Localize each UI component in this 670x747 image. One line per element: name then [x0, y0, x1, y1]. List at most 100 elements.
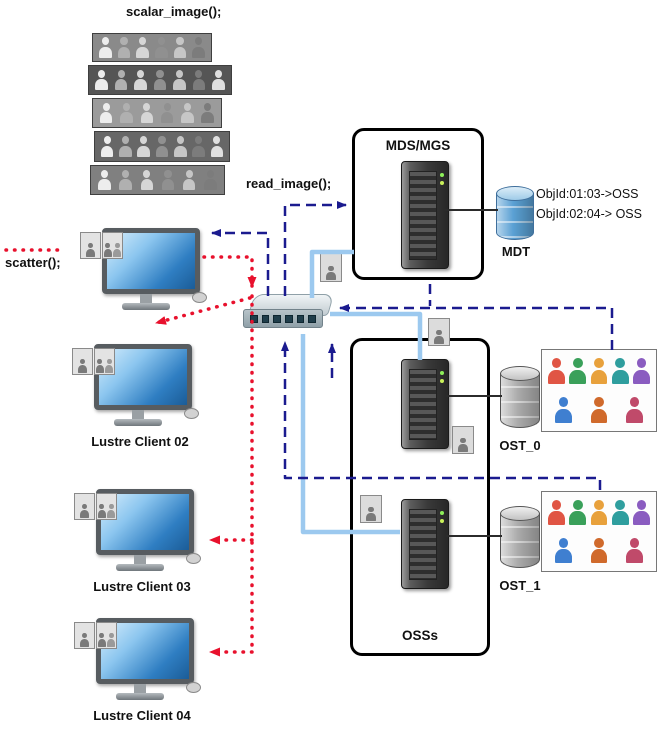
person-icon	[94, 69, 109, 91]
person-icon	[173, 136, 188, 158]
client-04: Lustre Client 04	[74, 612, 202, 723]
person-icon	[161, 169, 176, 191]
person-icon	[326, 265, 337, 281]
scalar-image-label: scalar_image();	[126, 4, 222, 19]
oss-label: OSSs	[401, 628, 439, 643]
person-icon	[180, 102, 195, 124]
server-vents	[409, 509, 437, 580]
person-icon	[103, 242, 113, 258]
server-led-icon	[440, 379, 444, 383]
monitor-stand	[134, 555, 146, 564]
mds-mgs-box: MDS/MGS	[352, 128, 484, 280]
person-icon	[458, 437, 469, 453]
person-icon	[139, 102, 154, 124]
image-thumbnail	[360, 495, 382, 523]
read-image-label: read_image();	[246, 176, 332, 191]
person-icon	[624, 396, 644, 424]
image-thumbnail	[96, 622, 117, 649]
cylinder-body	[500, 513, 540, 568]
person-icon	[114, 69, 129, 91]
monitor-base	[116, 693, 164, 700]
image-thumbnail	[80, 232, 101, 259]
monitor-base	[122, 303, 170, 310]
person-icon	[182, 169, 197, 191]
image-thumbnail	[72, 348, 93, 375]
cylinder-top	[500, 506, 540, 521]
person-icon	[211, 69, 226, 91]
mdt-label: MDT	[501, 244, 531, 259]
mouse-icon	[184, 408, 199, 419]
person-icon	[589, 396, 609, 424]
ost0-label: OST_0	[499, 438, 541, 453]
person-icon	[98, 37, 113, 59]
scalar-image-strip	[90, 165, 225, 195]
person-icon	[160, 102, 175, 124]
monitor-base	[116, 564, 164, 571]
switch-port	[250, 314, 258, 323]
scatter-label: scatter();	[5, 255, 61, 270]
switch-port	[308, 314, 317, 323]
person-icon	[154, 37, 169, 59]
person-icon	[119, 102, 134, 124]
network-switch-icon	[243, 294, 335, 336]
monitor-base	[114, 419, 162, 426]
server-vents	[409, 171, 437, 260]
ost1-database-icon	[500, 506, 540, 568]
person-icon	[610, 499, 630, 527]
person-icon	[631, 499, 651, 527]
client-03: Lustre Client 03	[74, 483, 202, 594]
person-icon	[95, 358, 105, 374]
server-led-icon	[440, 519, 444, 523]
switch-port	[285, 314, 293, 323]
person-icon	[547, 357, 567, 385]
person-icon	[631, 357, 651, 385]
scalar-image-strip	[92, 98, 222, 128]
server-led-icon	[440, 181, 444, 185]
person-icon	[154, 136, 169, 158]
person-icon	[589, 357, 609, 385]
person-icon	[610, 357, 630, 385]
mouse-icon	[192, 292, 207, 303]
server-led-icon	[440, 511, 444, 515]
server-vents	[409, 369, 437, 440]
scalar-image-strip	[94, 131, 230, 162]
image-thumbnail	[452, 426, 474, 454]
monitor-stand	[134, 684, 146, 693]
switch-port	[296, 314, 305, 323]
person-icon	[118, 136, 133, 158]
person-icon	[97, 169, 112, 191]
client-02: Lustre Client 02	[72, 338, 200, 449]
person-icon	[366, 506, 377, 522]
person-icon	[191, 37, 206, 59]
person-icon	[107, 632, 117, 648]
monitor-screen	[102, 228, 200, 294]
switch-front-face	[243, 309, 323, 328]
person-icon	[139, 169, 154, 191]
mds-server-icon	[401, 161, 449, 269]
person-icon	[554, 396, 574, 424]
person-icon	[135, 37, 150, 59]
person-icon	[97, 632, 107, 648]
person-icon	[116, 37, 131, 59]
person-icon	[133, 69, 148, 91]
image-thumbnail	[74, 622, 95, 649]
mdt-mapping-2: ObjId:02:04-> OSS	[536, 207, 642, 221]
ost0-image	[541, 349, 657, 432]
cylinder-top	[496, 186, 534, 201]
image-thumbnail	[94, 348, 115, 375]
person-icon	[100, 136, 115, 158]
image-thumbnail	[428, 318, 450, 346]
person-icon	[191, 69, 206, 91]
switch-port	[273, 314, 282, 323]
oss-server-2-icon	[401, 499, 449, 589]
mds-mgs-label: MDS/MGS	[385, 138, 451, 153]
image-thumbnail	[102, 232, 123, 259]
person-icon	[191, 136, 206, 158]
person-icon	[434, 329, 445, 345]
client-04-label: Lustre Client 04	[93, 708, 191, 723]
person-icon	[79, 632, 90, 648]
mdt-mapping-1: ObjId:01:03->OSS	[536, 187, 639, 201]
person-icon	[209, 136, 224, 158]
person-icon	[172, 69, 187, 91]
person-icon	[568, 499, 588, 527]
